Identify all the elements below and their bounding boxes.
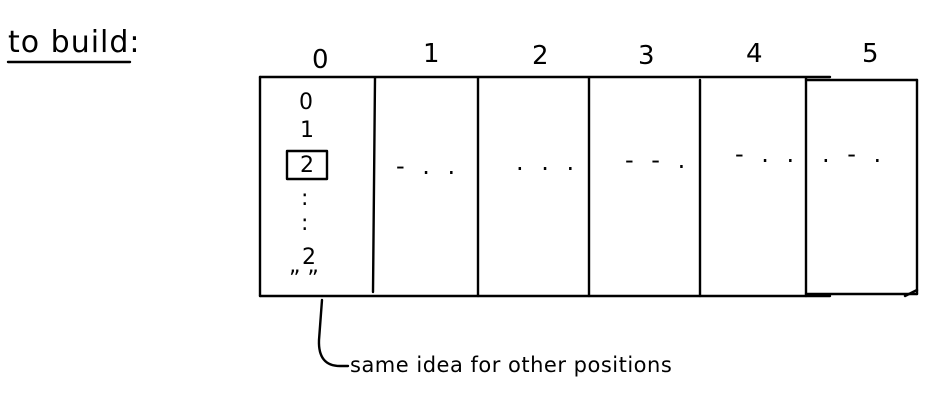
title: to build: (8, 25, 141, 60)
cell-5-ellipsis: . - . (822, 140, 886, 168)
column-index-2: 2 (532, 41, 549, 71)
array-box (258, 75, 919, 298)
inner-ditto-marks: ” ” (289, 267, 319, 292)
cell-1-ellipsis: - . . (396, 152, 460, 180)
cell-0-inner-list: 0 1 2 : : 2 ” ” (285, 90, 329, 292)
inner-item-1: 1 (300, 118, 314, 143)
annotation-bracket (317, 298, 350, 368)
column-index-0: 0 (312, 45, 329, 75)
inner-item-last: 2 (302, 245, 316, 270)
inner-item-0: 0 (299, 90, 313, 115)
cell-2-ellipsis: . . . (516, 148, 579, 176)
column-index-5: 5 (862, 39, 879, 69)
column-index-3: 3 (638, 41, 655, 71)
inner-item-ellipsis-2: : (301, 211, 308, 236)
cell-4-ellipsis: - . . (735, 140, 799, 168)
cell-ellipses: - . . . . . - - . - . . . - . (396, 140, 886, 180)
column-index-labels: 0 1 2 3 4 5 (312, 39, 879, 75)
array-box-ext-hook (903, 288, 919, 298)
annotation-note: same idea for other positions (350, 353, 672, 377)
divider-1 (371, 76, 377, 294)
cell-3-ellipsis: - - . (625, 146, 690, 174)
inner-item-ellipsis: : (301, 186, 308, 211)
column-index-4: 4 (746, 39, 763, 69)
inner-item-boxed-frame (285, 149, 329, 181)
inner-item-2-boxed: 2 (300, 153, 314, 178)
column-index-1: 1 (423, 39, 440, 69)
column-dividers (371, 76, 808, 298)
